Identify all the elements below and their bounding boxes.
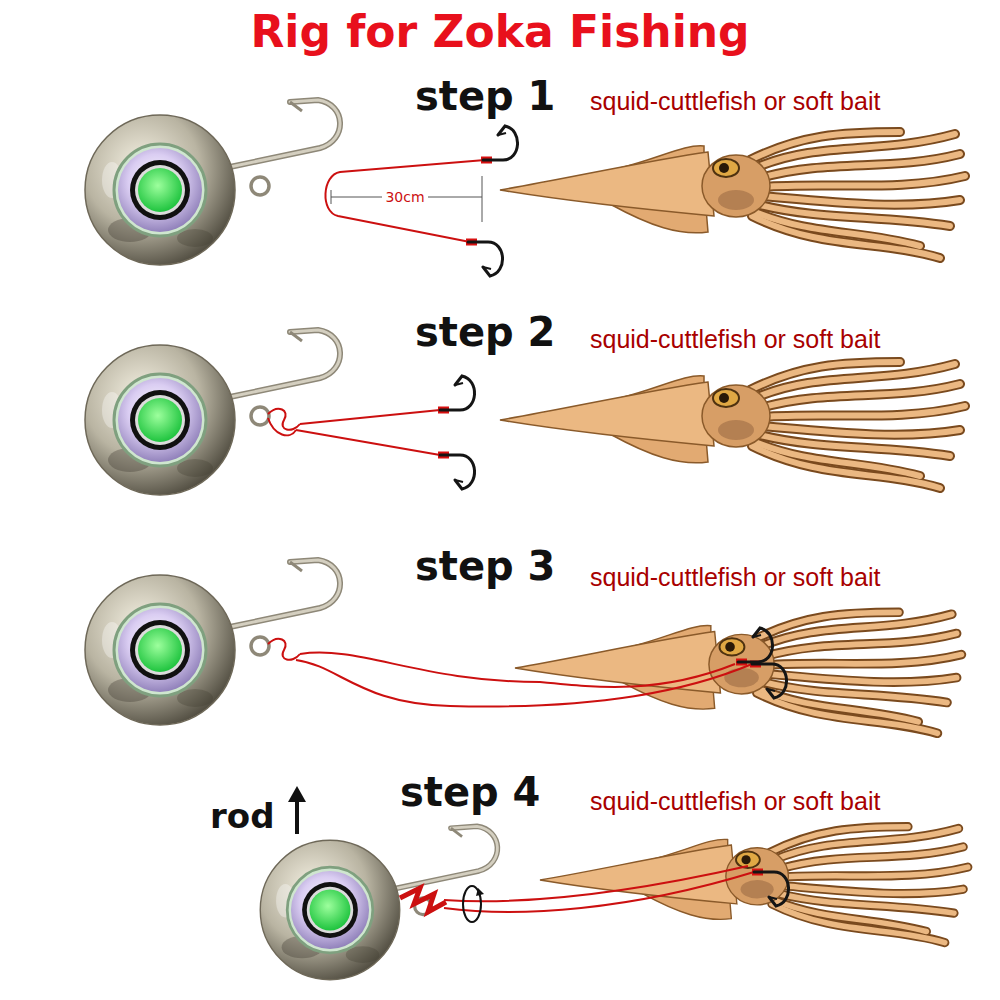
squid-bait [540,827,968,943]
jig-head [85,560,340,725]
jig-head [260,826,497,979]
red-leader-loop [325,126,517,276]
bait-label: squid-cuttlefish or soft bait [590,324,880,354]
step-label: step 4 [400,768,540,816]
bait-label: squid-cuttlefish or soft bait [590,562,880,592]
red-leader-loop [268,409,440,455]
step-label: step 1 [415,72,555,120]
assist-hook [736,628,773,666]
step-label: step 3 [415,542,555,590]
squid-bait [515,612,961,733]
rod-arrow [288,786,306,834]
squid-bait [500,362,965,488]
step-label: step 2 [415,308,555,356]
assist-hook [750,661,787,699]
assist-hook [438,452,475,490]
assist-hook [481,126,518,164]
dimension-line [331,176,482,222]
bait-label: squid-cuttlefish or soft bait [590,86,880,116]
jig-head [85,100,340,265]
rod-label: rod [210,796,274,837]
assist-hook [438,376,475,414]
title: Rig for Zoka Fishing [0,6,1000,59]
squid-bait [500,132,965,258]
red-leader-twist [400,866,754,922]
bait-label: squid-cuttlefish or soft bait [590,786,880,816]
assist-hook [466,239,503,277]
jig-head [85,330,340,495]
dimension-label: 30cm [382,189,427,206]
assist-hook [752,869,789,907]
red-leader-loop [268,639,752,707]
